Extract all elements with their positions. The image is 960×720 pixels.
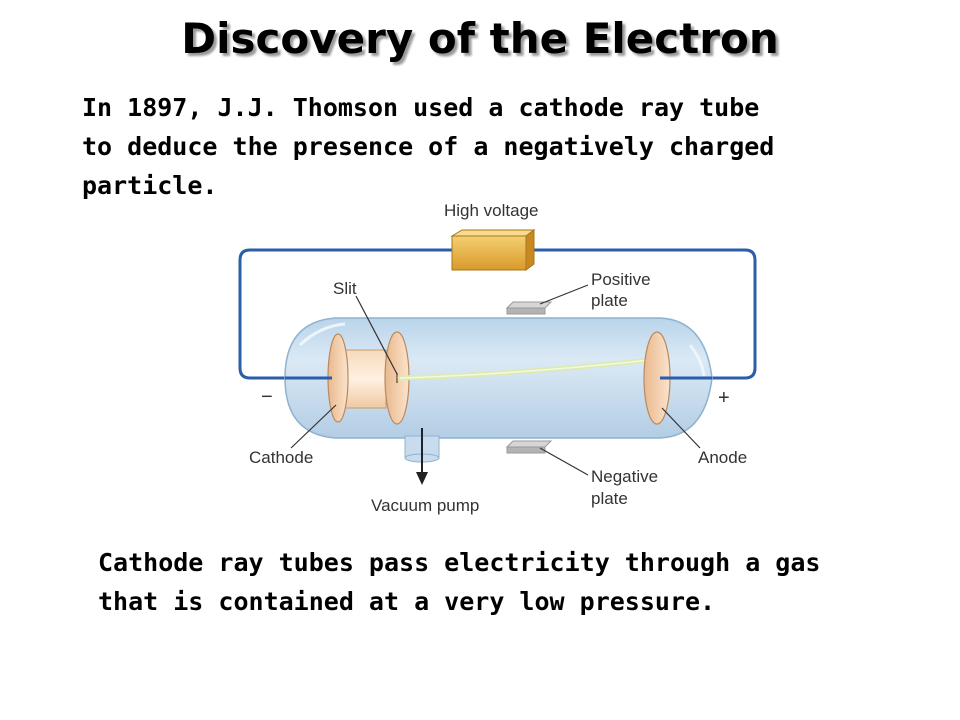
label-cathode: Cathode: [249, 448, 313, 467]
label-slit: Slit: [333, 279, 357, 298]
label-positive-plate: plate: [591, 291, 628, 310]
negative-plate: [505, 440, 553, 454]
label-vacuum-pump: Vacuum pump: [371, 496, 479, 515]
label-minus-terminal: −: [261, 386, 273, 408]
anode-electrode: [643, 331, 712, 425]
outro-line: Cathode ray tubes pass electricity throu…: [98, 548, 821, 577]
intro-paragraph: In 1897, J.J. Thomson used a cathode ray…: [82, 88, 882, 205]
outro-paragraph: Cathode ray tubes pass electricity throu…: [98, 543, 918, 621]
intro-line: particle.: [82, 171, 218, 200]
intro-line: to deduce the presence of a negatively c…: [82, 132, 775, 161]
vacuum-pump-arrow: [416, 428, 428, 485]
label-plus-terminal: +: [718, 387, 730, 409]
high-voltage-source: [450, 229, 536, 271]
positive-plate: [505, 301, 553, 315]
intro-line: In 1897, J.J. Thomson used a cathode ray…: [82, 93, 760, 122]
label-negative-plate: plate: [591, 489, 628, 508]
outro-line: that is contained at a very low pressure…: [98, 587, 716, 616]
label-positive-plate: Positive: [591, 270, 651, 289]
circuit-wire: [238, 248, 757, 380]
label-high-voltage: High voltage: [444, 201, 539, 220]
slide-title: Discovery of the Electron: [181, 14, 779, 63]
label-anode: Anode: [698, 448, 747, 467]
leader-lines: [290, 284, 701, 476]
label-negative-plate: Negative: [591, 467, 658, 486]
